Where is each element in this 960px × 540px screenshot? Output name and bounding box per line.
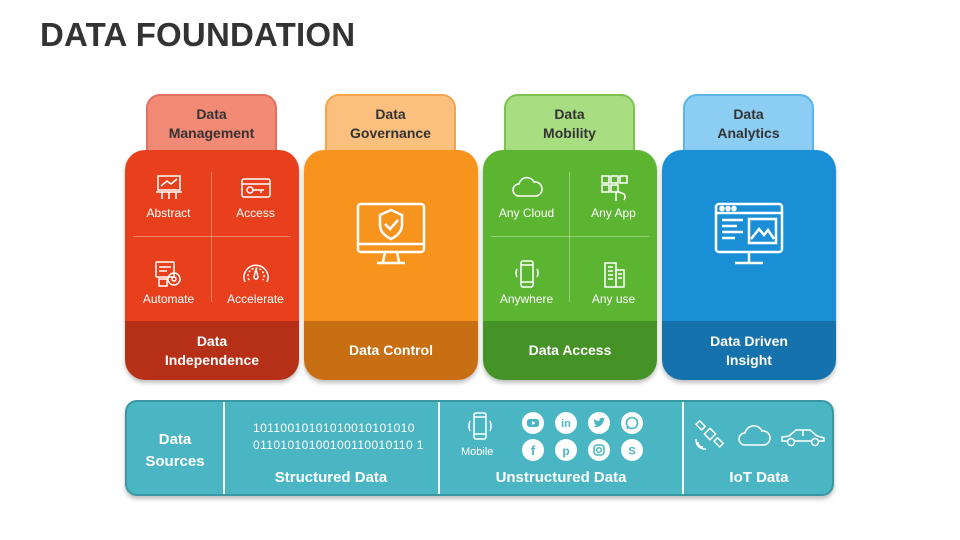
item-any-cloud: Any Cloud — [483, 150, 570, 236]
binary-line-2: 01101010100100110010110 1 — [253, 438, 424, 452]
apps-icon — [600, 175, 628, 201]
tab-data-analytics: Data Analytics — [683, 94, 814, 156]
tab-line-1: Data — [375, 106, 406, 122]
unstructured-data-label: Unstructured Data — [495, 469, 627, 486]
automate-icon — [154, 260, 181, 287]
binary-line-1: 10110010101010010101010 — [253, 421, 415, 435]
card-data-management: Abstract Access Automate Accelerate Data — [125, 150, 299, 380]
youtube-icon — [522, 412, 544, 434]
item-label: Accelerate — [227, 291, 284, 306]
mobile-label: Mobile — [461, 446, 494, 458]
twitter-icon — [588, 412, 610, 434]
access-card-icon — [240, 178, 271, 198]
tab-line-2: Management — [168, 125, 255, 141]
speedometer-icon — [242, 264, 269, 282]
item-abstract: Abstract — [125, 150, 212, 236]
item-access: Access — [212, 150, 299, 236]
satellite-icon — [694, 420, 725, 450]
svg-text:f: f — [531, 443, 536, 458]
binary-text: 10110010101010010101010 0110101010010011… — [253, 420, 424, 454]
tab-line-2: Analytics — [717, 125, 780, 141]
management-grid: Abstract Access Automate Accelerate — [125, 150, 299, 321]
tab-line-2: Governance — [350, 125, 431, 141]
car-icon — [781, 429, 825, 447]
footer-line-1: Data Access — [528, 342, 612, 358]
label-line-2: Sources — [145, 453, 205, 470]
iot-data-label: IoT Data — [729, 469, 789, 486]
item-label: Abstract — [146, 206, 191, 220]
pinterest-icon: p — [555, 439, 577, 461]
tab-data-mobility: Data Mobility — [504, 94, 635, 156]
footer-line-2: Insight — [726, 351, 772, 368]
item-label: Anywhere — [499, 291, 554, 306]
item-label: Automate — [142, 291, 195, 306]
tab-line-1: Data — [196, 106, 227, 122]
linkedin-icon: in — [555, 412, 577, 434]
facebook-icon: f — [522, 439, 544, 461]
instagram-icon — [588, 439, 610, 461]
smartphone-icon — [514, 259, 539, 288]
item-label: Access — [236, 206, 275, 220]
tab-data-governance: Data Governance — [325, 94, 456, 156]
card-data-governance: Data Control — [304, 150, 478, 380]
monitor-shield-icon — [356, 202, 426, 265]
data-sources-band: Data Sources 10110010101010010101010 011… — [125, 400, 834, 496]
footer-line-2: Independence — [164, 351, 260, 368]
item-accelerate: Accelerate — [212, 236, 299, 322]
footer-line-1: Data Driven — [710, 332, 788, 349]
tab-line-1: Data — [733, 106, 764, 122]
cloud-icon — [511, 176, 543, 197]
item-label: Any Cloud — [498, 206, 555, 220]
tab-line-2: Mobility — [543, 125, 596, 141]
footer-data-driven-insight: Data Driven Insight — [662, 321, 836, 380]
footer-line-1: Data — [196, 332, 228, 349]
card-data-analytics: Data Driven Insight — [662, 150, 836, 380]
item-label: Any App — [591, 206, 636, 220]
tab-data-management: Data Management — [146, 94, 277, 156]
card-data-mobility: Any Cloud Any App Anywhere Any use — [483, 150, 657, 380]
data-sources-label: Data Sources — [127, 429, 223, 473]
svg-text:in: in — [561, 418, 571, 430]
item-label: Any use — [591, 291, 636, 306]
mobile-phone-icon — [468, 412, 492, 440]
item-any-use: Any use — [570, 236, 657, 322]
label-line-1: Data — [158, 431, 192, 448]
cloud-icon — [738, 425, 771, 446]
tab-line-1: Data — [554, 106, 585, 122]
skype-icon: S — [621, 439, 643, 461]
item-anywhere: Anywhere — [483, 236, 570, 322]
divider — [438, 402, 440, 494]
footer-data-independence: Data Independence — [125, 321, 299, 380]
mobility-grid: Any Cloud Any App Anywhere Any use — [483, 150, 657, 321]
item-any-app: Any App — [570, 150, 657, 236]
item-automate: Automate — [125, 236, 212, 322]
svg-text:S: S — [628, 446, 635, 458]
page-title: DATA FOUNDATION — [40, 16, 356, 53]
divider — [223, 402, 225, 494]
building-icon — [603, 261, 625, 288]
svg-text:p: p — [562, 444, 569, 458]
analytics-monitor-icon — [714, 202, 784, 265]
divider — [682, 402, 684, 494]
structured-data-label: Structured Data — [274, 469, 388, 486]
footer-data-access: Data Access — [483, 321, 657, 380]
abstract-icon — [155, 175, 182, 199]
footer-data-control: Data Control — [304, 321, 478, 380]
whatsapp-icon — [621, 412, 643, 434]
footer-line-1: Data Control — [349, 342, 433, 358]
